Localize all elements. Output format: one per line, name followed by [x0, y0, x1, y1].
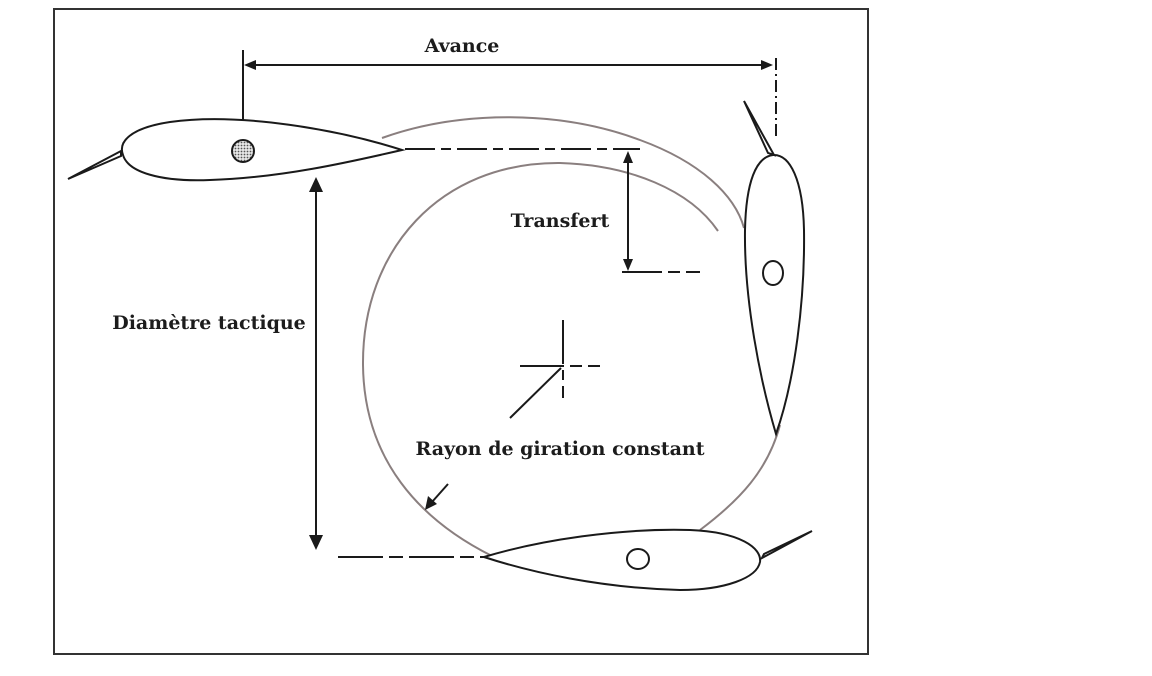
avance-arrow-head-right	[761, 60, 773, 70]
turning-path-lower-arc	[699, 424, 781, 531]
ship-transfer-position	[743, 100, 806, 438]
diametre-arrow-head-top	[309, 177, 323, 192]
transfert-arrow-head-bottom	[623, 259, 633, 271]
turning-path-inner-arc	[361, 161, 719, 557]
ship-pivot-point-initial	[231, 139, 255, 163]
ship-tactical-diameter-position	[480, 528, 813, 592]
ship-hull-initial	[120, 118, 406, 182]
avance-arrow-head-left	[244, 60, 256, 70]
ship-rudder-transfer	[743, 100, 777, 157]
rayon-label: Rayon de giration constant	[415, 438, 704, 460]
ship-pivot-point-transfer	[762, 260, 784, 286]
ship-rudder-bottom	[759, 530, 813, 561]
diagram-frame	[53, 8, 869, 655]
diametre-tactique-label: Diamètre tactique	[112, 312, 306, 334]
ship-hull-transfer	[743, 153, 806, 438]
ship-initial-position	[67, 118, 406, 182]
diametre-arrow-head-bottom	[309, 535, 323, 550]
radius-pointer-line	[431, 483, 449, 503]
avance-label: Avance	[424, 35, 500, 57]
radius-pointer-head	[425, 496, 437, 510]
ship-pivot-point-bottom	[626, 548, 650, 570]
transfert-label: Transfert	[511, 210, 610, 232]
ship-hull-bottom	[480, 528, 762, 592]
radius-line	[509, 367, 562, 419]
turning-path-outer-arc	[381, 116, 745, 229]
transfert-arrow-head-top	[623, 151, 633, 163]
ship-rudder-initial	[67, 149, 122, 180]
